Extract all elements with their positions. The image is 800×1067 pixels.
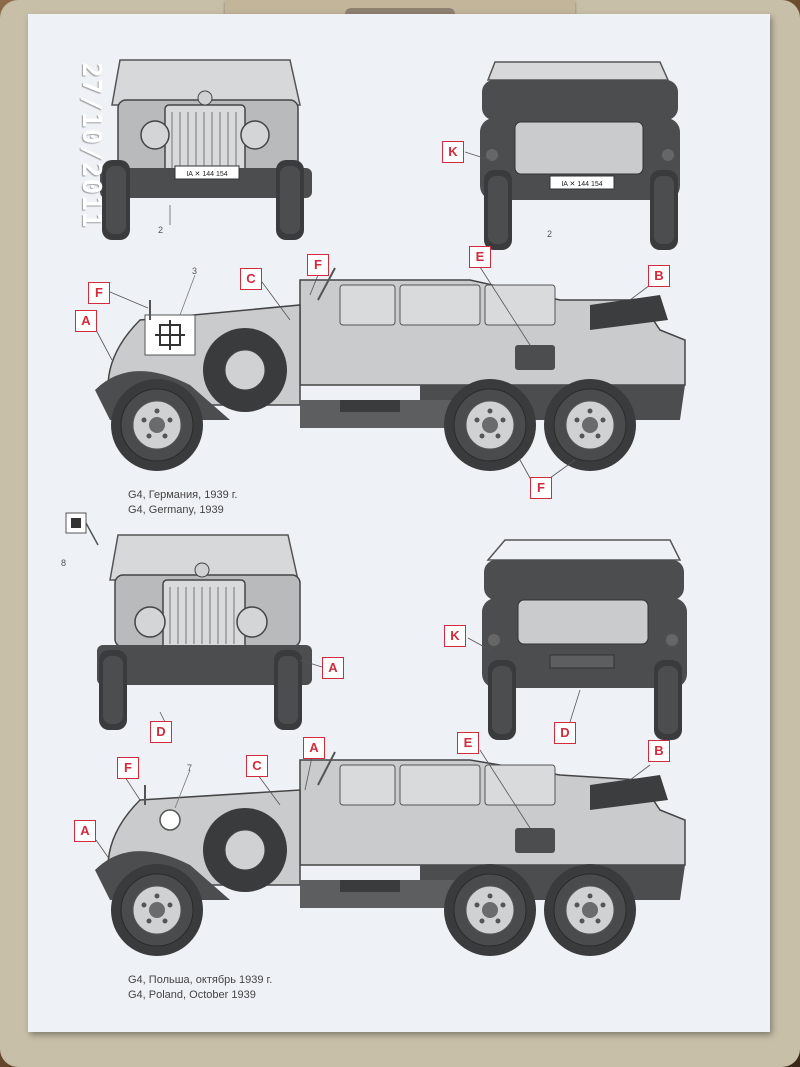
marker-a-bottom-roof: A	[303, 737, 325, 759]
caption-bottom-en: G4, Poland, October 1939	[128, 989, 256, 1001]
marker-d-bottom-front: D	[150, 721, 172, 743]
caption-bottom-ru: G4, Польша, октябрь 1939 г.	[128, 974, 273, 986]
part-number-3: 3	[192, 266, 198, 276]
top-side-view	[95, 267, 686, 472]
marker-a-bottom-left: A	[74, 820, 96, 842]
marker-k-top: K	[442, 141, 464, 163]
caption-bottom: G4, Польша, октябрь 1939 г. G4, Poland, …	[128, 973, 272, 1003]
date-stamp: 27/10/2011	[76, 62, 106, 229]
marker-b-top: B	[648, 265, 670, 287]
marker-f-top-left: F	[88, 282, 110, 304]
part-number-2-front: 2	[158, 225, 164, 235]
marker-b-bottom: B	[648, 740, 670, 762]
part-number-8: 8	[61, 558, 67, 568]
caption-top: G4, Германия, 1939 г. G4, Germany, 1939	[128, 488, 237, 518]
marker-c-bottom: C	[246, 755, 268, 777]
marker-d-bottom-rear: D	[554, 722, 576, 744]
marker-a-top: A	[75, 310, 97, 332]
part-number-7: 7	[187, 763, 193, 773]
marker-a-bottom-front: A	[322, 657, 344, 679]
bottom-rear-view	[482, 539, 687, 740]
caption-top-en: G4, Germany, 1939	[128, 504, 224, 516]
caption-top-ru: G4, Германия, 1939 г.	[128, 489, 238, 501]
part-number-2-rear: 2	[547, 229, 553, 239]
marker-f-bottom: F	[117, 757, 139, 779]
marker-e-bottom: E	[457, 732, 479, 754]
marker-c-top: C	[240, 268, 262, 290]
leader-lines	[95, 151, 651, 861]
top-rear-view: IA ✕ 144 154	[480, 61, 680, 250]
marker-k-bottom: K	[444, 625, 466, 647]
marker-f-top-wheel: F	[530, 477, 552, 499]
marker-e-top: E	[469, 246, 491, 268]
top-rear-plate: IA ✕ 144 154	[561, 181, 602, 188]
top-front-view: IA ✕ 144 154	[100, 59, 312, 240]
marker-f-top-roof: F	[307, 254, 329, 276]
top-front-plate: IA ✕ 144 154	[186, 171, 227, 178]
bottom-side-view	[95, 751, 686, 957]
bottom-front-view	[65, 512, 312, 730]
